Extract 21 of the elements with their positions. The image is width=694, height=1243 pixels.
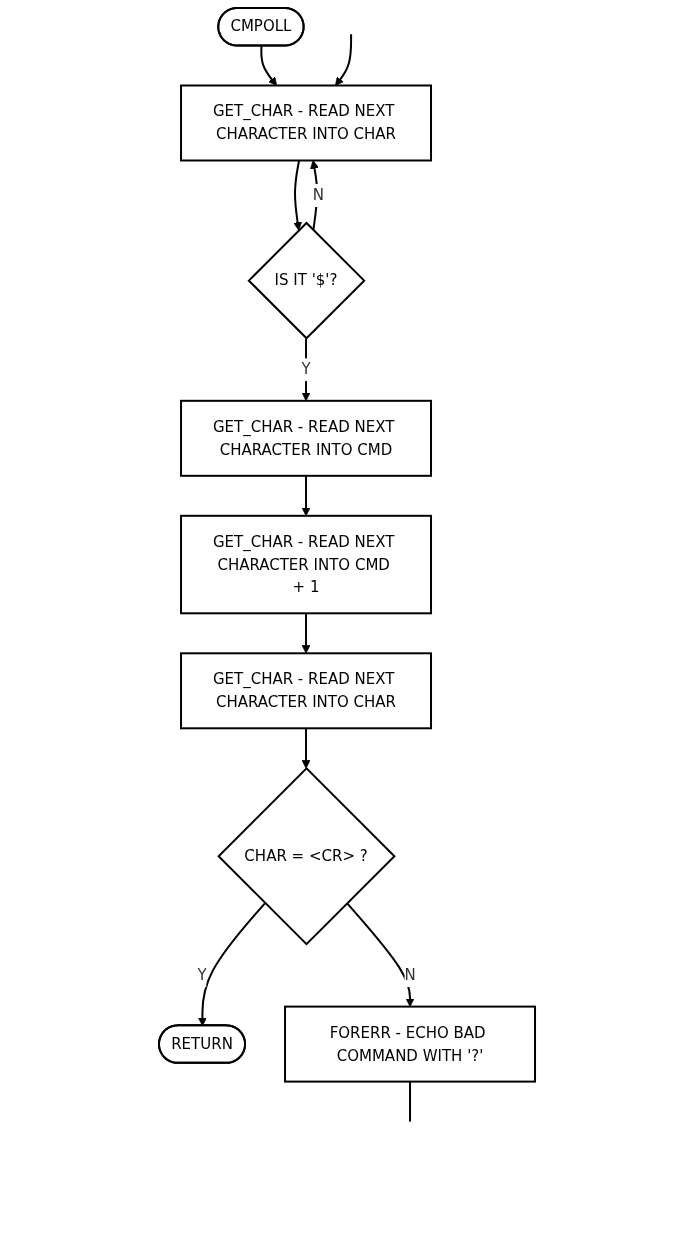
arrow xyxy=(301,612,311,654)
arrow xyxy=(301,337,311,402)
arrow xyxy=(301,727,311,769)
arrow xyxy=(301,474,311,517)
connector xyxy=(409,1080,411,1123)
edge-label: Y xyxy=(301,360,311,379)
node-box: GET_CHAR - READ NEXT CHARACTER INTO CMD xyxy=(180,399,432,477)
edge-label: N xyxy=(404,966,416,985)
arrow xyxy=(335,33,353,86)
node-diamond: CHAR = <CR> ? xyxy=(217,766,396,946)
node-box: GET_CHAR - READ NEXT CHARACTER INTO CMD + 1 xyxy=(180,514,432,615)
node-box: GET_CHAR - READ NEXT CHARACTER INTO CHAR xyxy=(180,84,432,162)
arrow xyxy=(260,45,277,86)
arrow xyxy=(293,159,302,231)
arrow xyxy=(198,902,267,1027)
node-box: FORERR - ECHO BAD COMMAND WITH '?' xyxy=(284,1005,536,1083)
node-diamond: IS IT '$'? xyxy=(247,221,366,340)
arrow xyxy=(346,902,415,1007)
edge-label: N xyxy=(312,186,324,205)
node-box: GET_CHAR - READ NEXT CHARACTER INTO CHAR xyxy=(180,652,432,730)
edge-label: Y xyxy=(197,966,207,985)
